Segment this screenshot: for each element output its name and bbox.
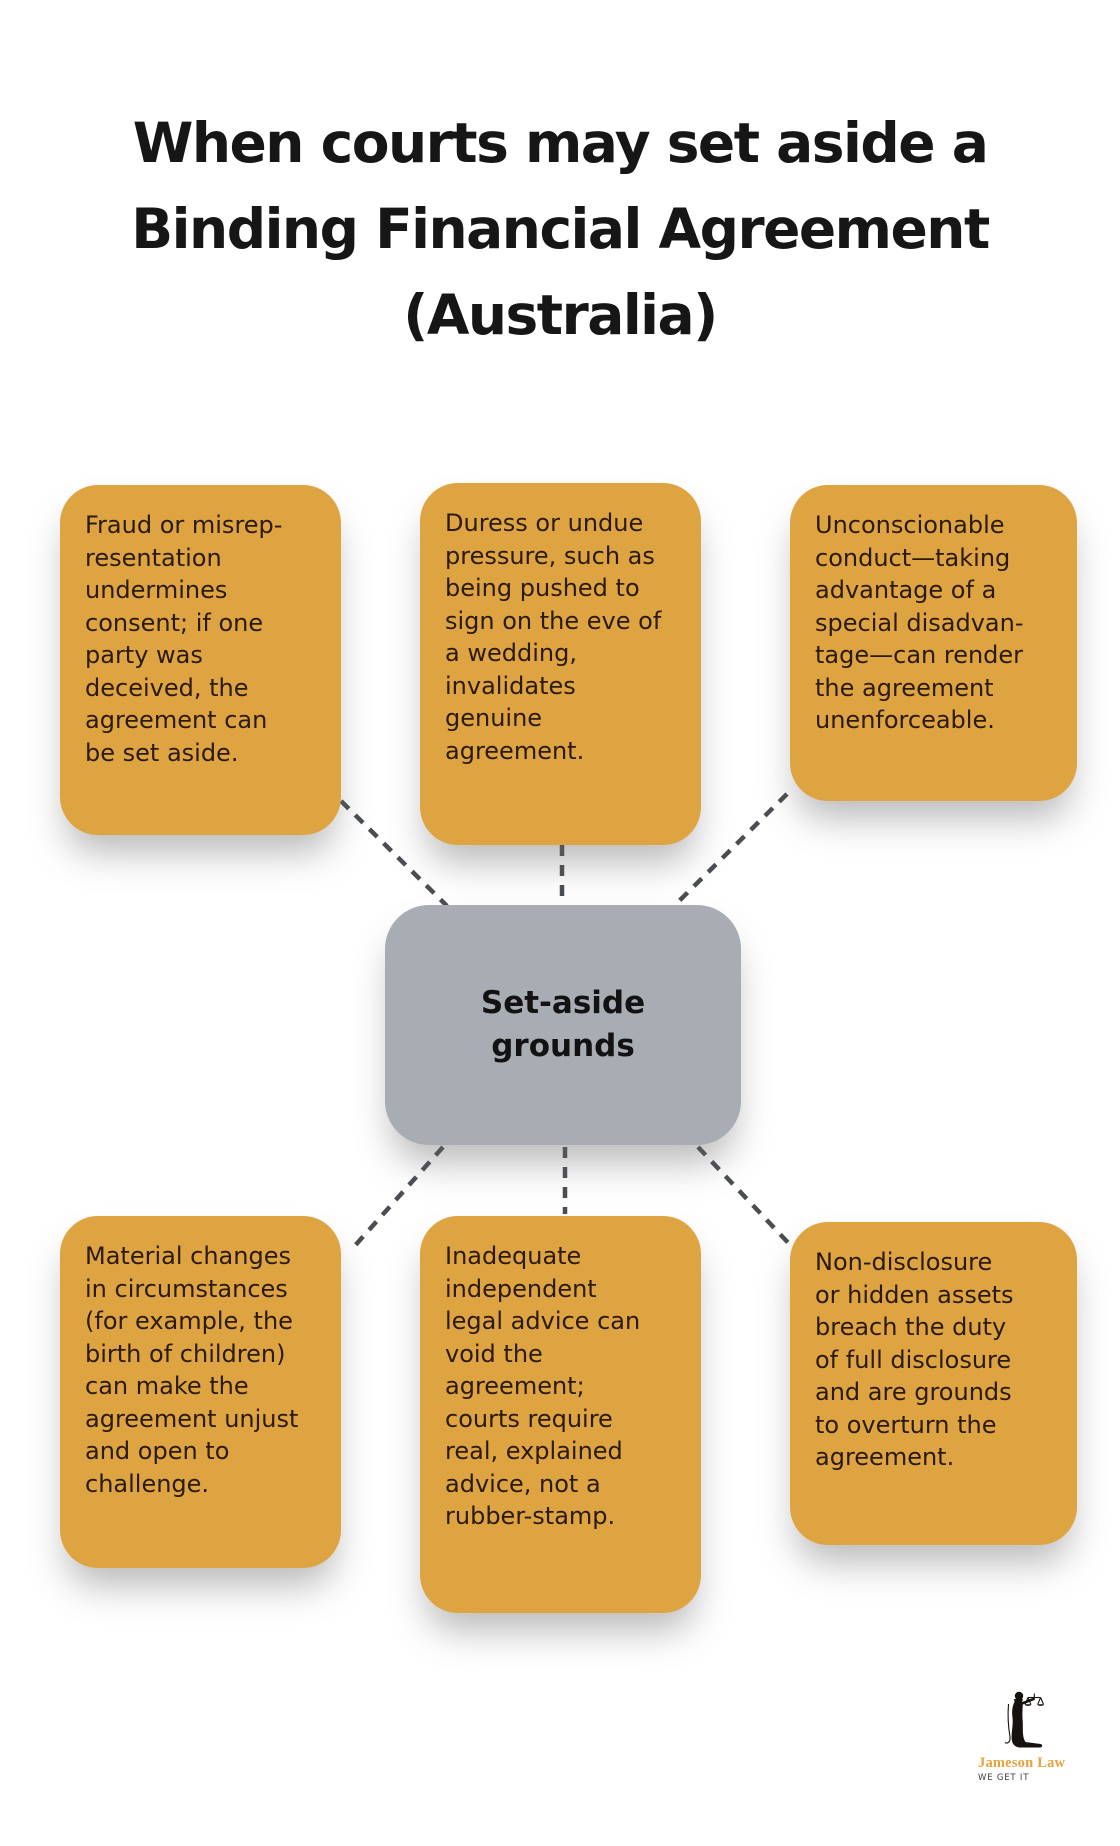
brand-tagline: WE GET IT — [978, 1773, 1030, 1783]
ground-node-duress-undue-pressure: Duress or undue pressure, such as being … — [420, 483, 701, 845]
node-text: Fraud or misrep- resentation undermines … — [85, 511, 283, 767]
lady-justice-icon — [1004, 1691, 1044, 1748]
ground-node-fraud-misrepresentation: Fraud or misrep- resentation undermines … — [60, 485, 341, 835]
page-title: When courts may set aside a Binding Fina… — [131, 111, 990, 347]
ground-node-material-changes: Material changes in circumstances (for e… — [60, 1216, 341, 1568]
node-text: Inadequate independent legal advice can … — [445, 1242, 641, 1530]
brand-name: Jameson Law — [978, 1755, 1066, 1771]
connector-center-to-nondisc — [696, 1145, 796, 1251]
central-node-label: Set-aside grounds — [480, 985, 646, 1064]
node-text: Non-disclosure or hidden assets breach t… — [815, 1248, 1014, 1471]
node-text: Unconscionable conduct—taking advantage … — [815, 511, 1024, 734]
node-text: Material changes in circumstances (for e… — [85, 1242, 299, 1498]
ground-node-unconscionable-conduct: Unconscionable conduct—taking advantage … — [790, 485, 1077, 801]
brand-logo: Jameson Law WE GET IT — [978, 1690, 1108, 1783]
node-text: Duress or undue pressure, such as being … — [445, 509, 662, 765]
central-node-set-aside-grounds: Set-aside grounds — [385, 905, 741, 1145]
ground-node-non-disclosure: Non-disclosure or hidden assets breach t… — [790, 1222, 1077, 1545]
ground-node-inadequate-legal-advice: Inadequate independent legal advice can … — [420, 1216, 701, 1613]
